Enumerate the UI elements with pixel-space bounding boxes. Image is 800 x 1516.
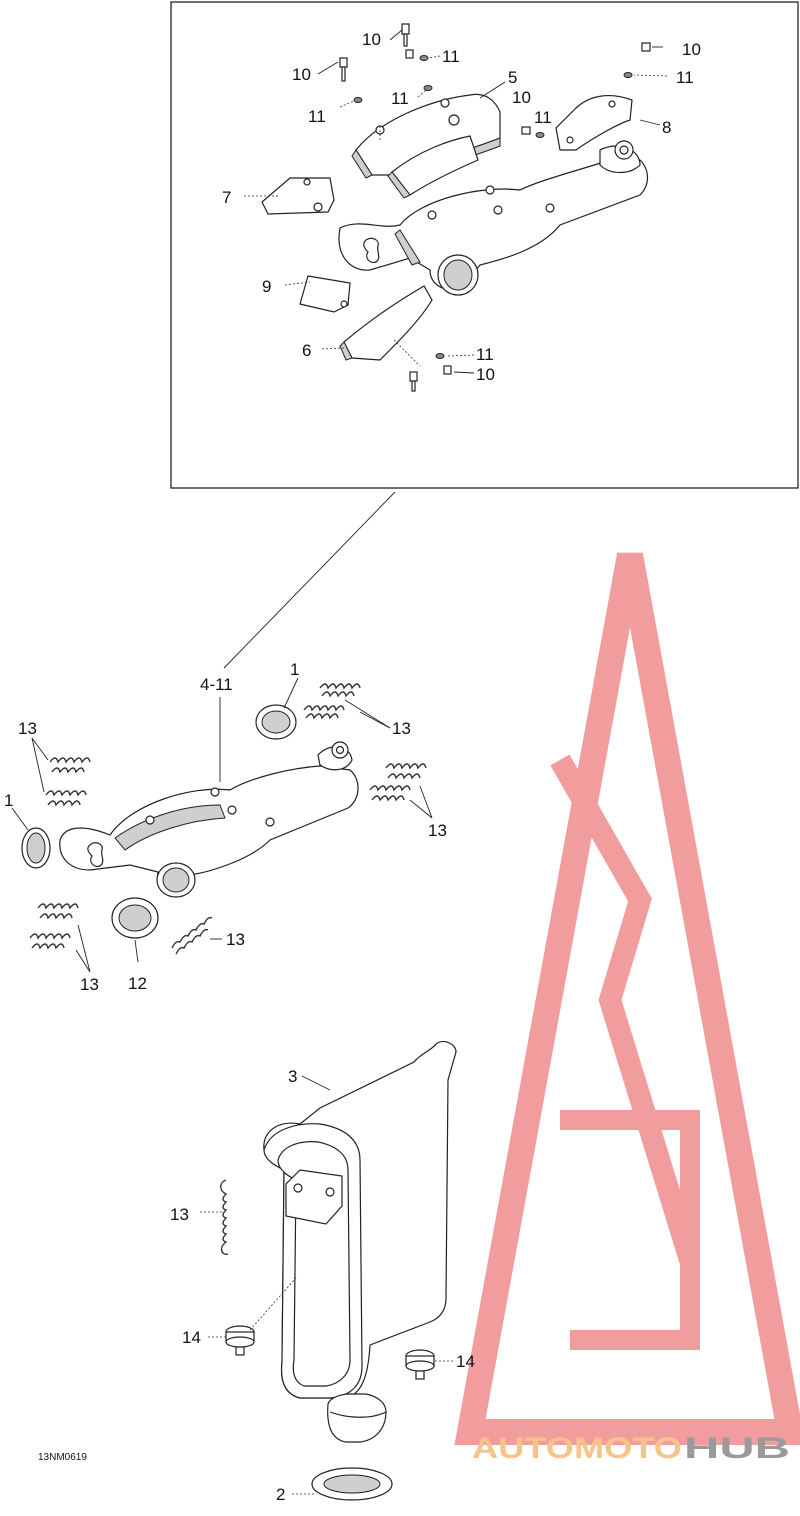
callout-10-b: 10 [292, 65, 311, 84]
callout-12: 12 [128, 974, 147, 993]
rubber-mount-14-right [405, 1349, 435, 1380]
callout-11-a: 11 [442, 47, 460, 66]
callout-7: 7 [222, 188, 231, 207]
callout-13-upper-right: 13 [392, 719, 411, 738]
callout-8: 8 [662, 118, 671, 137]
watermark-text-hub: HUB [684, 1432, 790, 1465]
heat-shield-8 [555, 94, 633, 151]
callout-5: 5 [508, 68, 517, 87]
bolts-and-washers-detail [339, 23, 651, 392]
callout-14-left: 14 [182, 1328, 201, 1347]
callout-13-lower-left: 13 [80, 975, 99, 994]
callout-14-right: 14 [456, 1352, 475, 1371]
exhaust-pipe-assembly [59, 765, 359, 892]
watermark-logo [454, 552, 800, 1445]
callout-9: 9 [262, 277, 271, 296]
callout-4-11: 4-11 [200, 675, 233, 694]
muffler-3 [263, 1040, 457, 1443]
callout-10-d: 10 [682, 40, 701, 59]
gasket-2 [311, 1467, 393, 1501]
gasket-1-upper [255, 704, 297, 740]
springs-13 [29, 683, 427, 955]
rubber-mount-14-left [225, 1325, 255, 1356]
callout-11-c: 11 [391, 89, 409, 108]
heat-shield-6 [343, 285, 433, 361]
muffler-leader-lines [200, 1075, 453, 1495]
callout-3: 3 [288, 1067, 297, 1086]
callout-2: 2 [276, 1485, 285, 1504]
callout-13-lower: 13 [226, 930, 245, 949]
detail-leader-lines [244, 29, 668, 374]
gasket-12 [111, 897, 159, 939]
callout-11-f: 11 [476, 345, 494, 364]
callout-1-upper: 1 [290, 660, 299, 679]
callout-10-a: 10 [362, 30, 381, 49]
assembly-leader-lines [11, 677, 433, 973]
callout-13-upper-left: 13 [18, 719, 37, 738]
exhaust-pipe-detail [338, 159, 649, 291]
watermark-text-automoto: AUTOMOTO [472, 1432, 682, 1465]
detail-frame [170, 1, 799, 489]
callout-1-left: 1 [4, 791, 13, 810]
callout-10-e: 10 [476, 365, 495, 384]
callout-10-c: 10 [512, 88, 531, 107]
heat-shield-9 [299, 275, 351, 313]
spring-13-muffler [220, 1179, 229, 1255]
callout-11-d: 11 [534, 108, 552, 127]
detail-leader [223, 491, 396, 669]
callout-11-e: 11 [676, 68, 694, 87]
callout-13-right: 13 [428, 821, 447, 840]
callout-13-muffler: 13 [170, 1205, 189, 1224]
figure-code: 13NM0619 [38, 1452, 87, 1463]
gasket-1-left [21, 827, 51, 869]
callout-6: 6 [302, 341, 311, 360]
callout-11-b: 11 [308, 107, 326, 126]
